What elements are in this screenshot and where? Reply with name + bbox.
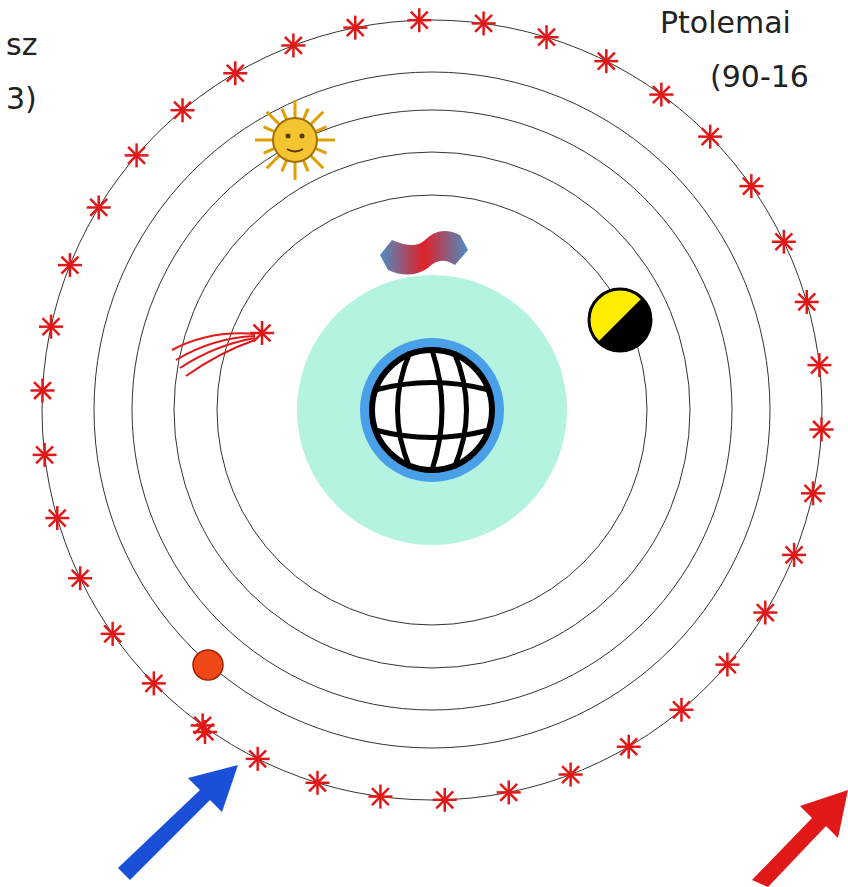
comet [172,333,255,376]
caption-text: (90-16 [710,60,809,93]
fixed-stars [30,8,833,812]
caption-text: 3) [6,82,37,115]
moon [589,289,651,351]
air-sphere [297,275,567,545]
caption-text: sz [6,28,37,61]
water-sphere [360,338,504,482]
aurora-band [380,231,468,275]
caption-text: Ptolemai [660,6,791,39]
blue-arrow [118,765,238,880]
planet [193,650,223,680]
sun [255,100,335,180]
earth-globe [372,350,492,470]
red-arrow [752,790,848,887]
